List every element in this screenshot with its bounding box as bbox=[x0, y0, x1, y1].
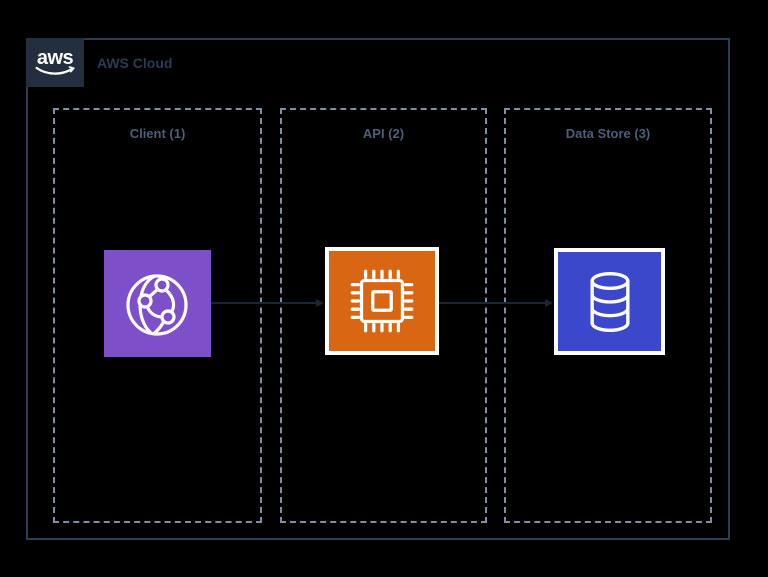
connector-client-to-api bbox=[211, 299, 324, 307]
group-api: API (2) bbox=[280, 108, 487, 523]
aws-cloud-label: AWS Cloud bbox=[97, 54, 173, 71]
aws-cloud-group bbox=[26, 38, 730, 540]
api-icon bbox=[325, 247, 439, 355]
client-icon bbox=[104, 250, 211, 357]
group-client: Client (1) bbox=[53, 108, 262, 523]
aws-logo-text: aws bbox=[36, 46, 74, 69]
group-api-label: API (2) bbox=[362, 126, 405, 141]
chip-icon bbox=[350, 269, 414, 333]
group-client-label: Client (1) bbox=[129, 126, 186, 141]
connector-api-to-datastore bbox=[437, 299, 553, 307]
group-datastore: Data Store (3) bbox=[504, 108, 712, 523]
globe-network-icon bbox=[125, 273, 188, 336]
aws-logo: aws bbox=[26, 38, 84, 87]
aws-smile-icon bbox=[35, 65, 75, 75]
database-icon bbox=[589, 271, 630, 332]
group-datastore-label: Data Store (3) bbox=[565, 126, 651, 141]
datastore-icon bbox=[554, 248, 665, 355]
